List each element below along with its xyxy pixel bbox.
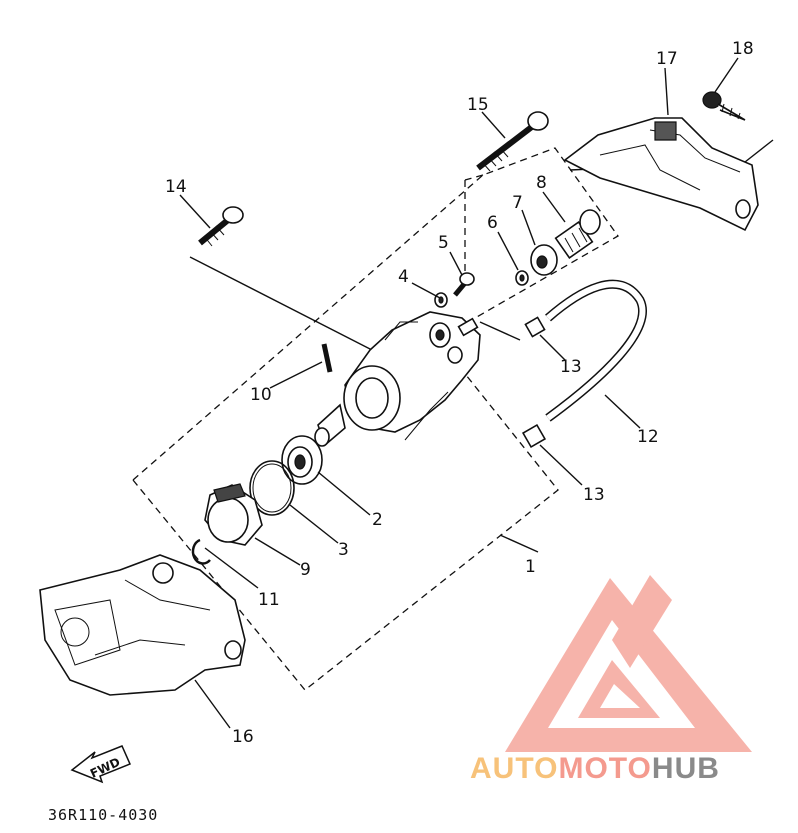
callout-10: 10 [250, 385, 272, 405]
callout-7: 7 [512, 193, 523, 213]
circlip-11 [191, 538, 259, 589]
callout-5: 5 [438, 233, 449, 253]
brand-auto: AUTO [470, 752, 559, 785]
bearing-2 [281, 435, 323, 485]
gear-9 [204, 483, 263, 546]
fwd-arrow-icon: FWD [70, 745, 132, 784]
screw-8 [554, 209, 601, 259]
callout-labels: 1 2 3 4 5 6 7 8 9 10 11 12 13 13 14 15 1… [165, 39, 754, 747]
oil-pump-body [314, 311, 481, 447]
clamp-13-lower [521, 423, 583, 486]
callout-13-lower: 13 [583, 485, 605, 505]
callout-1: 1 [525, 557, 536, 577]
callout-12: 12 [637, 427, 659, 447]
crankcase-cover-16 [39, 554, 246, 729]
callout-4: 4 [398, 267, 409, 287]
clamp-13-upper [524, 316, 566, 361]
callout-14: 14 [165, 177, 187, 197]
washer-6 [515, 270, 529, 286]
leader-lines [179, 57, 739, 566]
callout-9: 9 [300, 560, 311, 580]
cover-17 [563, 117, 759, 232]
hose-12 [545, 279, 647, 422]
callout-18: 18 [732, 39, 754, 59]
pin-10 [269, 343, 333, 389]
callout-16: 16 [232, 727, 254, 747]
callout-2: 2 [372, 510, 383, 530]
bolt-14 [198, 206, 244, 247]
watermark-brand: AUTOMOTOHUB [470, 752, 790, 792]
callout-6: 6 [487, 213, 498, 233]
callout-11: 11 [258, 590, 280, 610]
callout-15: 15 [467, 95, 489, 115]
screw-18 [702, 91, 746, 121]
washer-4 [434, 292, 448, 308]
brand-hub: HUB [651, 752, 720, 785]
bolt-15 [476, 111, 549, 172]
watermark-logo [505, 575, 752, 752]
o-ring-3 [249, 460, 295, 516]
callout-8: 8 [536, 173, 547, 193]
bolt-5 [453, 272, 475, 297]
callout-13-upper: 13 [560, 357, 582, 377]
brand-moto: MOTO [558, 752, 652, 785]
nut-7 [530, 244, 558, 276]
callout-3: 3 [338, 540, 349, 560]
callout-17: 17 [656, 49, 678, 69]
diagram-code: 36R110-4030 [48, 806, 158, 824]
